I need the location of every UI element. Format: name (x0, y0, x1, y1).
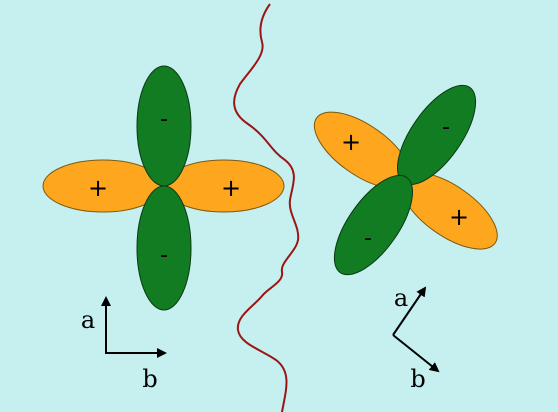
left-axes (101, 296, 167, 358)
left-orbital-bottom-sign: - (160, 243, 168, 268)
right-orbital-lower-left-sign: - (364, 226, 372, 251)
right-axis-b-label: b (410, 365, 425, 393)
left-orbital-right-sign: + (221, 174, 241, 202)
right-axis-a-label: a (394, 284, 408, 312)
right-axis-b-arrow (392, 334, 440, 373)
right-axes (392, 286, 440, 373)
left-axis-a-label: a (81, 306, 95, 334)
left-orbital-lobe-bottom (136, 185, 192, 311)
right-orbital-lobe-lower-left (333, 174, 414, 276)
right-orbital-lower-right-sign: + (449, 203, 469, 231)
right-orbital-upper-right-sign: - (442, 115, 450, 140)
grain-boundary-line (233, 3, 300, 412)
right-axis-a-arrow (392, 286, 427, 336)
right-orbital-upper-left-sign: + (341, 128, 361, 156)
left-orbital: + + - - (42, 65, 285, 311)
right-orbital (313, 84, 498, 276)
left-orbital-left-sign: + (88, 174, 108, 202)
left-axis-b-label: b (142, 365, 157, 393)
left-orbital-top-sign: - (160, 107, 168, 132)
